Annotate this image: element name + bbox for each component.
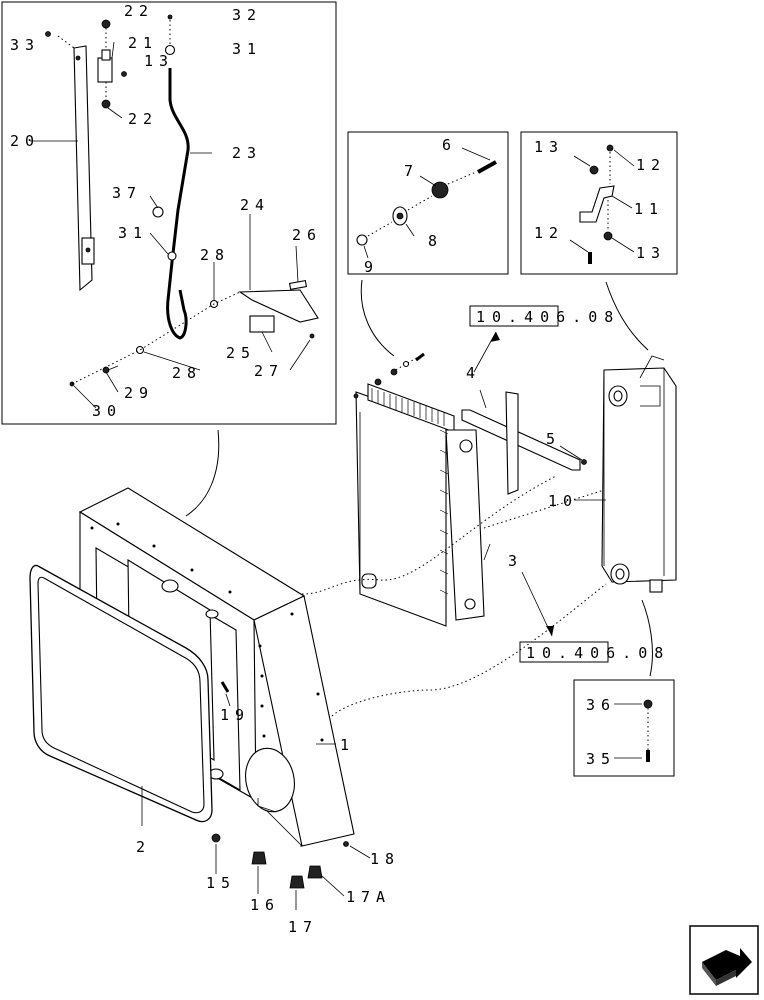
callout-13-latch[interactable]: 13 (144, 52, 174, 70)
callout-37[interactable]: 37 (112, 184, 142, 202)
part-3-radiator (353, 378, 485, 627)
callout-2[interactable]: 2 (136, 838, 151, 856)
callout-13-upper[interactable]: 13 (534, 138, 564, 156)
part-25-catch (249, 315, 275, 333)
callout-22-bottom[interactable]: 22 (128, 110, 158, 128)
callout-29[interactable]: 29 (124, 384, 154, 402)
callout-28-upper[interactable]: 28 (200, 246, 230, 264)
callout-17[interactable]: 17 (288, 918, 318, 936)
leader-swoosh-radiator (360, 279, 395, 357)
part-17A-nut (307, 865, 323, 879)
callout-5[interactable]: 5 (546, 430, 561, 448)
leader-swoosh-intercooler (605, 281, 649, 351)
callout-31-top[interactable]: 31 (232, 40, 262, 58)
part-15-nut (211, 833, 221, 843)
callout-8[interactable]: 8 (428, 232, 443, 250)
part-18-bolt (343, 841, 349, 847)
callout-24[interactable]: 24 (240, 196, 270, 214)
part-31-washer-bottom (167, 251, 177, 261)
part-21-hinge (97, 49, 113, 83)
part-20-bracket (73, 45, 95, 292)
callout-17A[interactable]: 17A (346, 888, 391, 906)
callout-35[interactable]: 35 (586, 750, 616, 768)
part-31-washer-top (164, 44, 176, 56)
callout-labels: 22 32 33 21 31 13 22 20 23 37 24 31 26 2… (10, 2, 666, 936)
part-10-intercooler (601, 355, 677, 593)
callout-22-top[interactable]: 22 (124, 2, 154, 20)
callout-7[interactable]: 7 (404, 162, 419, 180)
callout-12-upper[interactable]: 12 (636, 156, 666, 174)
reference-text-a: 10.406.08 (476, 308, 620, 326)
detail-box-intercooler-hw (520, 131, 678, 275)
part-13-nut-bottom (603, 231, 613, 241)
part-24-latch-plate (238, 289, 319, 323)
callout-19[interactable]: 19 (220, 706, 250, 724)
callout-18[interactable]: 18 (370, 850, 400, 868)
part-33-screw (45, 31, 51, 37)
part-6-bolt (477, 160, 497, 174)
part-32-pin (167, 14, 173, 20)
callout-31-bottom[interactable]: 31 (118, 224, 148, 242)
callout-20[interactable]: 20 (10, 132, 40, 150)
detail-box-fasteners (573, 679, 675, 777)
callout-27[interactable]: 27 (254, 362, 284, 380)
part-26-pin (288, 280, 308, 290)
callout-32[interactable]: 32 (232, 6, 262, 24)
callout-6[interactable]: 6 (442, 136, 457, 154)
part-37-ring (152, 206, 164, 218)
callout-3[interactable]: 3 (508, 552, 523, 570)
part-7-washer (431, 181, 449, 199)
callout-4[interactable]: 4 (466, 364, 481, 382)
part-23-latch-rod (166, 68, 190, 340)
part-16-nut (251, 851, 267, 865)
part-11-bracket (579, 185, 615, 223)
part-4-support-bar (461, 391, 581, 495)
part-2-seal (29, 564, 213, 823)
callout-10[interactable]: 10 (548, 492, 578, 510)
part-17-nut (289, 875, 305, 889)
part-5-bolt (581, 459, 587, 465)
part-22-nut-bottom (101, 99, 111, 109)
callout-16[interactable]: 16 (250, 896, 280, 914)
part-12-bolt-top (606, 144, 614, 152)
reference-box-b[interactable]: 10.406.08 (519, 641, 670, 663)
callout-25[interactable]: 25 (226, 344, 256, 362)
callout-11[interactable]: 11 (634, 200, 664, 218)
callout-26[interactable]: 26 (292, 226, 322, 244)
part-27-bolt (309, 333, 315, 339)
leader-swoosh-latch (185, 429, 220, 517)
callout-13-lower[interactable]: 13 (636, 244, 666, 262)
part-28-washer-b (135, 345, 145, 355)
reference-box-a[interactable]: 10.406.08 (469, 305, 620, 327)
callout-33[interactable]: 33 (10, 36, 40, 54)
part-13-nut-top (589, 165, 599, 175)
leader-swoosh-lower (641, 599, 653, 677)
callout-36[interactable]: 36 (586, 696, 616, 714)
part-22-nut-top (101, 19, 111, 29)
next-page-arrow-icon[interactable] (689, 925, 759, 995)
callout-30[interactable]: 30 (92, 402, 122, 420)
callout-23[interactable]: 23 (232, 144, 262, 162)
callout-1[interactable]: 1 (340, 736, 355, 754)
part-13-screw (121, 71, 127, 77)
reference-text-b: 10.406.08 (526, 644, 670, 662)
part-19-bolt (220, 681, 230, 693)
callout-12-lower[interactable]: 12 (534, 224, 564, 242)
callout-28-lower[interactable]: 28 (172, 364, 202, 382)
callout-9[interactable]: 9 (364, 258, 379, 276)
part-9-nut (356, 234, 368, 246)
detail-box-latch (1, 1, 337, 425)
detail-box-radiator-hw (347, 131, 509, 275)
callout-15[interactable]: 15 (206, 874, 236, 892)
callout-21[interactable]: 21 (128, 34, 158, 52)
part-36-nut (643, 699, 653, 709)
